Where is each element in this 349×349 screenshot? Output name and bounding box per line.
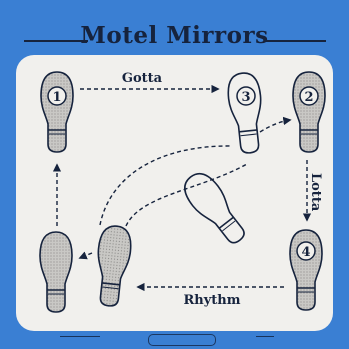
step-badge-2: 2	[300, 87, 318, 105]
footer-text-right	[256, 336, 274, 341]
step-number-2: 2	[304, 90, 313, 105]
step-badge-4: 4	[297, 242, 315, 260]
step-badge-1: 1	[48, 87, 66, 105]
label-rhythm: Rhythm	[183, 293, 240, 308]
label-gotta: Gotta	[122, 71, 163, 86]
footprint-2	[293, 72, 325, 152]
poster-footer	[0, 331, 349, 349]
footer-logo	[148, 334, 216, 346]
footer-text-left	[60, 336, 100, 341]
step-number-4: 4	[301, 245, 310, 260]
footprint-bottom-left	[40, 232, 72, 312]
footprint-center	[178, 167, 252, 250]
step-number-3: 3	[241, 90, 250, 105]
step-number-1: 1	[52, 90, 61, 105]
label-lotta: Lotta	[308, 173, 323, 212]
arrow-bottom-mid-to-left	[80, 253, 92, 258]
footprint-bottom-mid	[93, 225, 133, 308]
footprint-1	[41, 72, 73, 152]
arrow-to-2	[260, 120, 290, 132]
footprint-3	[226, 72, 266, 155]
step-badge-3: 3	[237, 87, 255, 105]
